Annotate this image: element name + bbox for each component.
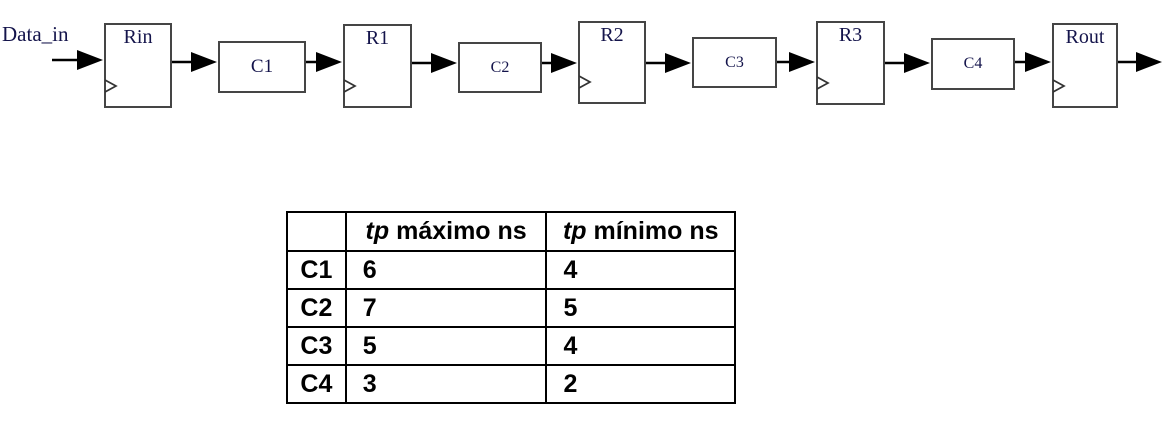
- node-label: R3: [838, 24, 863, 46]
- node-label: R1: [365, 27, 390, 49]
- signal-arrow-icon: [542, 53, 577, 73]
- register-rout: Rout: [1052, 23, 1118, 108]
- logic-block-c3: C3: [692, 37, 777, 88]
- node-label: Rout: [1065, 26, 1105, 48]
- row-label-cell: C3: [286, 326, 347, 366]
- node-label: C1: [250, 55, 274, 77]
- signal-arrow-icon: [646, 53, 691, 73]
- register-r2: R2: [578, 21, 646, 104]
- header-text: mínimo ns: [586, 217, 719, 245]
- tp-max-cell: 6: [344, 250, 548, 290]
- signal-arrow-icon: [412, 53, 457, 73]
- tp-max-cell: 3: [344, 364, 548, 404]
- logic-block-c4: C4: [931, 38, 1015, 90]
- clock-chevron-icon: [344, 79, 357, 93]
- tp-table-col-header: tp mínimo ns: [545, 211, 736, 252]
- tp-max-cell: 7: [344, 288, 548, 328]
- header-text: máximo ns: [389, 217, 527, 245]
- node-label: R2: [600, 24, 624, 46]
- node-label: C3: [725, 53, 744, 71]
- tp-symbol: tp: [365, 217, 390, 245]
- signal-arrow-icon: [172, 52, 217, 72]
- signal-arrow-icon: [52, 50, 103, 70]
- tp-min-cell: 4: [545, 250, 736, 290]
- register-r1: R1: [343, 24, 412, 108]
- tp-symbol: tp: [562, 217, 587, 245]
- tp-min-cell: 2: [545, 364, 736, 404]
- signal-arrow-icon: [885, 53, 930, 73]
- tp-table-col-header: tp máximo ns: [344, 211, 548, 252]
- row-label-cell: C1: [286, 250, 347, 290]
- tp-min-cell: 5: [545, 288, 736, 328]
- signal-arrow-icon: [1015, 52, 1051, 72]
- node-label: Rin: [123, 26, 153, 48]
- tp-max-cell: 5: [344, 326, 548, 366]
- row-label-cell: C2: [286, 288, 347, 328]
- signal-arrow-icon: [1118, 52, 1162, 72]
- register-r3: R3: [816, 21, 885, 105]
- clock-chevron-icon: [579, 75, 592, 89]
- register-rin: Rin: [104, 23, 172, 108]
- logic-block-c2: C2: [458, 42, 542, 93]
- node-label: C4: [963, 55, 983, 73]
- logic-block-c1: C1: [218, 41, 306, 93]
- node-label: C2: [490, 58, 510, 76]
- tp-table-col-header: [286, 211, 347, 252]
- signal-arrow-icon: [777, 52, 815, 72]
- clock-chevron-icon: [1053, 79, 1066, 93]
- clock-chevron-icon: [105, 79, 118, 93]
- data-in-label: Data_in: [2, 22, 69, 46]
- row-label-cell: C4: [286, 364, 347, 404]
- tp-min-cell: 4: [545, 326, 736, 366]
- clock-chevron-icon: [817, 76, 830, 90]
- signal-arrow-icon: [306, 52, 342, 72]
